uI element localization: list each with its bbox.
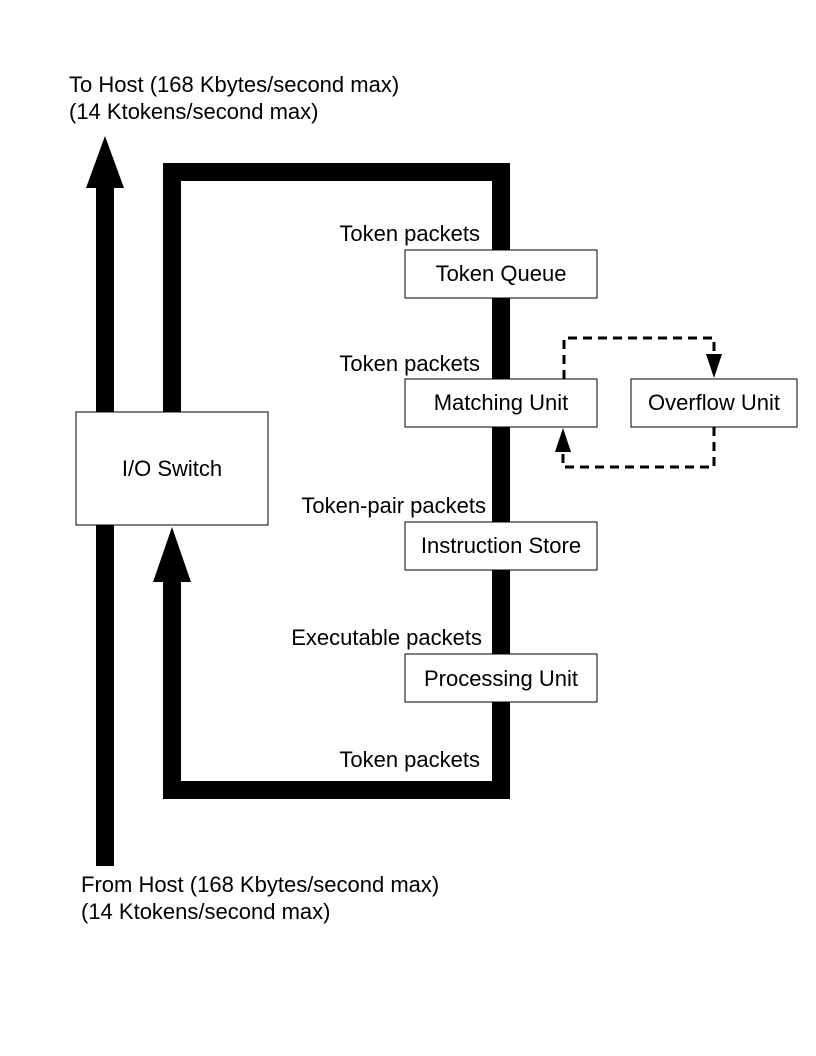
instruction-store-box: Instruction Store (404, 521, 598, 571)
to-host-arrow (86, 136, 124, 412)
overflow-unit-box: Overflow Unit (630, 378, 798, 428)
processing-unit-label: Processing Unit (424, 666, 578, 691)
ring-loop-top (163, 163, 510, 412)
overflow-loop (555, 336, 722, 469)
to-host-label-line1: To Host (168 Kbytes/second max) (69, 72, 399, 97)
io-switch-box: I/O Switch (75, 411, 269, 526)
matching-unit-box: Matching Unit (404, 378, 598, 428)
token-queue-label: Token Queue (436, 261, 567, 286)
edge-label-token-packets-top: Token packets (339, 221, 480, 246)
overflow-unit-label: Overflow Unit (648, 390, 780, 415)
to-host-label-line2: (14 Ktokens/second max) (69, 99, 318, 124)
instruction-store-label: Instruction Store (421, 533, 581, 558)
io-switch-label: I/O Switch (122, 456, 222, 481)
edge-label-token-packets-bottom: Token packets (339, 747, 480, 772)
edge-label-token-packets-mid: Token packets (339, 351, 480, 376)
ring-loop-bottom (163, 580, 510, 799)
ring-return-arrowhead (153, 527, 191, 582)
from-host-label-line2: (14 Ktokens/second max) (81, 899, 330, 924)
from-host-label-line1: From Host (168 Kbytes/second max) (81, 872, 439, 897)
edge-label-token-pair-packets: Token-pair packets (301, 493, 486, 518)
token-queue-box: Token Queue (404, 249, 598, 299)
matching-unit-label: Matching Unit (434, 390, 569, 415)
overflow-arrowhead-down (706, 354, 722, 378)
edge-label-executable-packets: Executable packets (291, 625, 482, 650)
overflow-arrowhead-up (555, 428, 571, 452)
processing-unit-box: Processing Unit (404, 653, 598, 703)
